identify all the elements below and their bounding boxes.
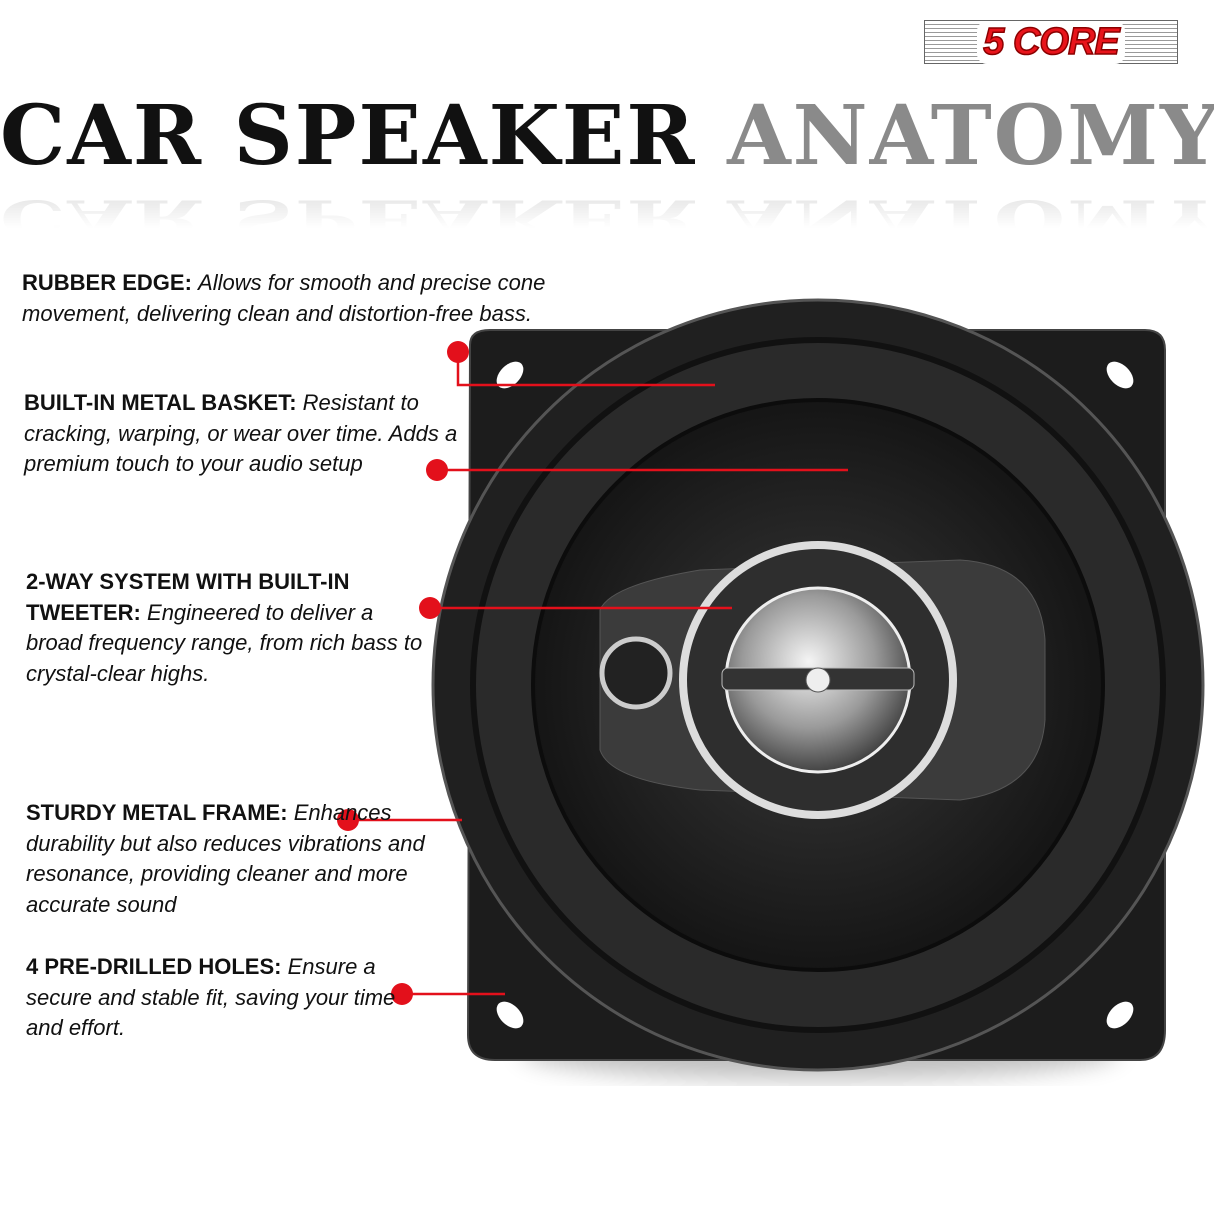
callout-rubber-edge: RUBBER EDGE: Allows for smooth and preci… (22, 270, 546, 326)
callout-dots (337, 341, 469, 1005)
callout-metal-frame: STURDY METAL FRAME: Enhances durability … (26, 800, 425, 917)
brand-logo: 5 CORE (924, 20, 1178, 64)
callout-2-way-system: 2-WAY SYSTEM WITH BUILT-IN TWEETER: Engi… (26, 569, 423, 686)
page-title: CAR SPEAKER ANATOMY (0, 88, 1214, 184)
super-tweeter (599, 636, 673, 710)
callout-pre-drilled-holes: 4 PRE-DRILLED HOLES: Ensure a secure and… (26, 954, 396, 1040)
callout-metal-basket: BUILT-IN METAL BASKET: Resistant to crac… (24, 390, 458, 476)
mounting-holes (496, 361, 1134, 1029)
